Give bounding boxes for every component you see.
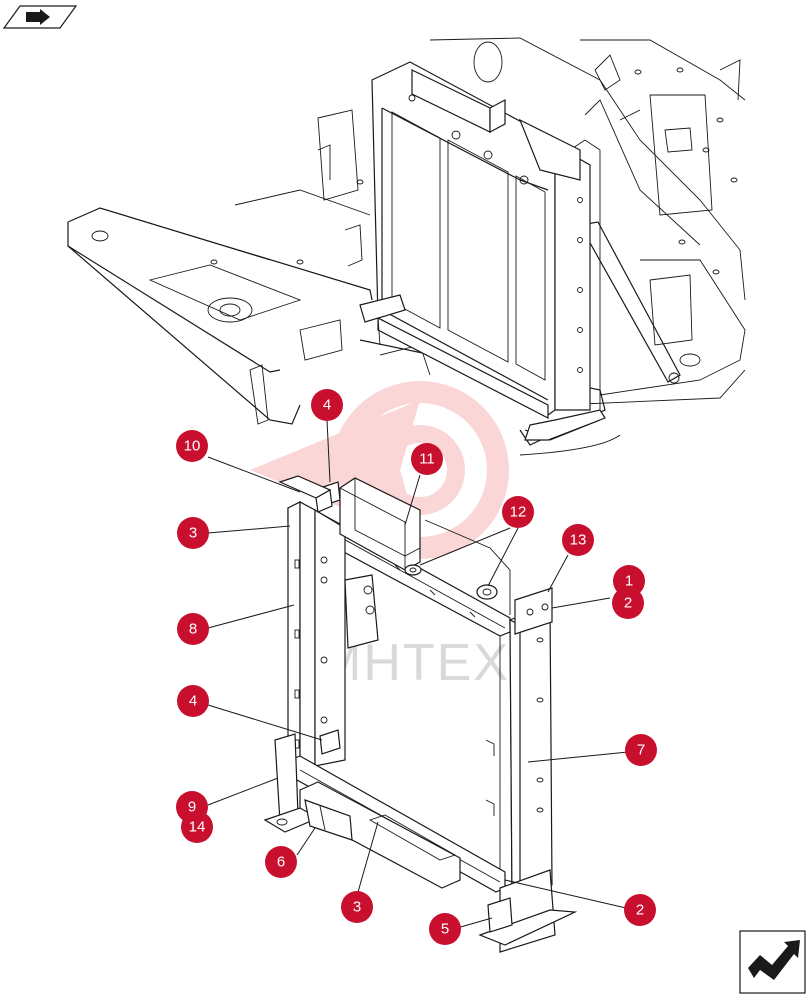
callout-label: 6 <box>277 854 285 871</box>
callout-label: 12 <box>510 504 527 521</box>
callout-11[interactable]: 11 <box>411 443 443 475</box>
callout-label: 4 <box>323 397 331 414</box>
callout-4-top[interactable]: 4 <box>311 389 343 421</box>
callout-label: 1 <box>625 573 633 590</box>
callout-8[interactable]: 8 <box>177 613 209 645</box>
radiator-frame-exploded <box>263 475 578 953</box>
callout-5[interactable]: 5 <box>429 913 461 945</box>
arrow-next-page-icon[interactable] <box>739 930 806 994</box>
callout-label: 10 <box>184 438 201 455</box>
callout-label: 2 <box>624 595 632 612</box>
chassis-frame <box>67 37 746 456</box>
callout-10[interactable]: 10 <box>176 430 208 462</box>
callout-12[interactable]: 12 <box>502 496 534 528</box>
callout-label: 2 <box>636 902 644 919</box>
callout-label: 5 <box>441 921 449 938</box>
callout-2-top[interactable]: 2 <box>612 587 644 619</box>
callout-6[interactable]: 6 <box>265 846 297 878</box>
callout-label: 4 <box>189 693 197 710</box>
callout-label: 3 <box>353 899 361 916</box>
callout-7[interactable]: 7 <box>625 734 657 766</box>
callout-2-bottom[interactable]: 2 <box>624 894 656 926</box>
callout-label: 3 <box>189 525 197 542</box>
leader-lines <box>207 419 629 929</box>
callout-14[interactable]: 14 <box>181 811 213 843</box>
watermark-text: MHTEX <box>318 634 510 692</box>
callout-label: 14 <box>189 819 206 836</box>
callout-3-bottom[interactable]: 3 <box>341 891 373 923</box>
radiator-upper-assembly <box>359 61 606 441</box>
callout-3-top[interactable]: 3 <box>177 517 209 549</box>
arrow-right-nav-icon[interactable] <box>2 5 78 29</box>
callout-label: 8 <box>189 621 197 638</box>
callout-13[interactable]: 13 <box>562 524 594 556</box>
callout-label: 11 <box>419 451 435 468</box>
callout-label: 7 <box>637 742 645 759</box>
callout-label: 13 <box>570 532 587 549</box>
callout-label: 9 <box>188 799 196 816</box>
callout-4-bottom[interactable]: 4 <box>177 685 209 717</box>
